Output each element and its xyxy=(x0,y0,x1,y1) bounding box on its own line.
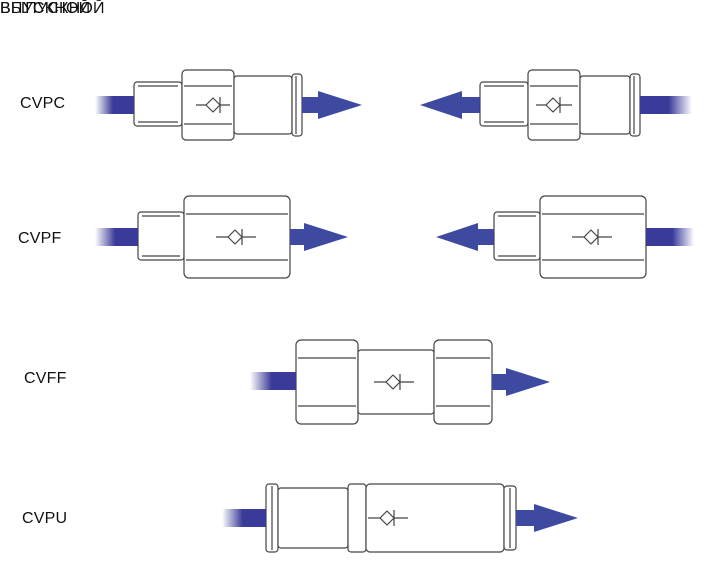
tube-in xyxy=(95,228,140,246)
collet-body xyxy=(233,75,293,135)
tube-in xyxy=(640,96,692,114)
valve-cvpf-outlet xyxy=(436,195,694,279)
model-label-cvpc: CVPC xyxy=(20,95,66,112)
check-valve-symbol xyxy=(368,510,408,526)
model-label-cvff: CVFF xyxy=(24,370,67,387)
column-header-inlet: ВПУСКНОЙ xyxy=(0,0,91,17)
threaded-end xyxy=(133,81,183,127)
tube-in xyxy=(222,509,268,527)
check-valve-symbol xyxy=(374,374,414,390)
tube-in xyxy=(250,372,298,390)
threaded-end xyxy=(479,81,529,127)
collet-body xyxy=(579,75,631,135)
model-label-cvpf: CVPF xyxy=(18,230,62,247)
model-label-cvpu: CVPU xyxy=(22,510,68,527)
valve-cvpc-outlet xyxy=(420,69,692,141)
hex-nut-left xyxy=(295,339,359,425)
tube-in xyxy=(646,228,694,246)
tube-in xyxy=(95,96,135,114)
release-ring xyxy=(291,73,303,137)
flow-arrow-right xyxy=(506,368,550,396)
check-valve-symbol xyxy=(572,229,612,245)
flow-arrow-left xyxy=(420,91,462,119)
collet-body-left xyxy=(277,487,349,549)
flow-arrow-right xyxy=(318,91,362,119)
threaded-end xyxy=(137,211,185,261)
valve-cvpu xyxy=(222,483,578,553)
check-valve-symbol xyxy=(216,229,256,245)
valve-cvpc-inlet xyxy=(95,69,362,141)
threaded-end xyxy=(493,211,541,261)
check-valve-symbol xyxy=(536,97,572,113)
release-ring xyxy=(629,73,641,137)
flow-arrow-right xyxy=(534,504,578,532)
flow-arrow-right xyxy=(304,223,348,251)
flow-arrow-left xyxy=(436,223,478,251)
column-header-outlet: ВЫПУСКНОЙ xyxy=(0,0,105,17)
hex-nut-right xyxy=(433,339,493,425)
valve-cvff xyxy=(250,339,550,425)
check-valve-symbol xyxy=(196,97,230,113)
valve-cvpf-inlet xyxy=(95,195,348,279)
